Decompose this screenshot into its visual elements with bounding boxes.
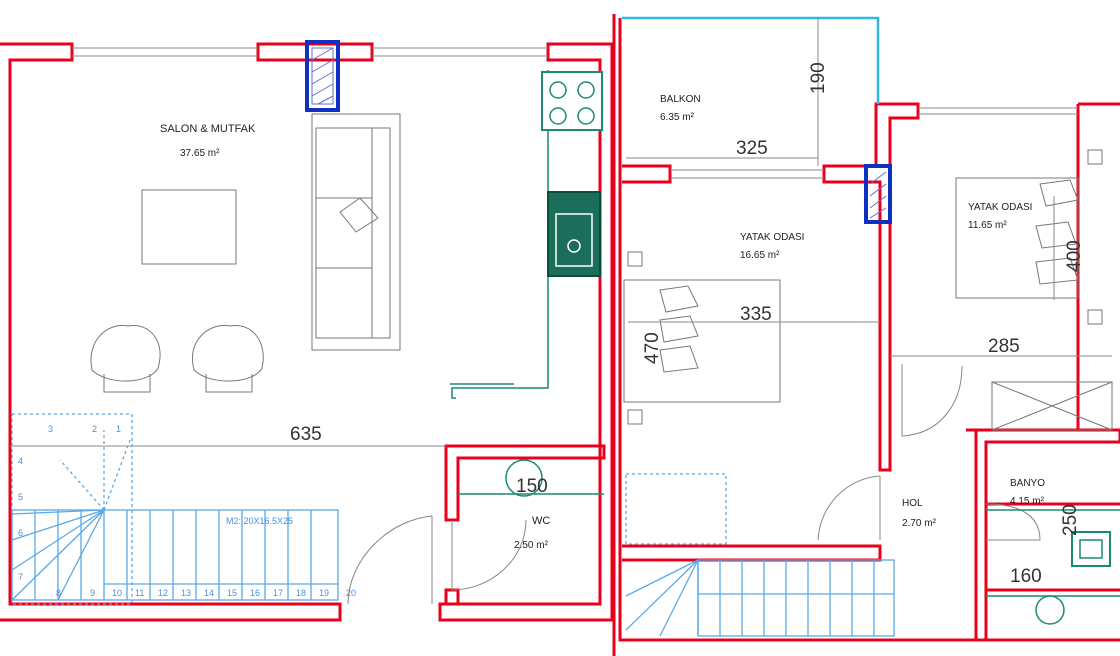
column-right (864, 164, 892, 224)
stairs-right (625, 473, 895, 637)
stair-step-number: 3 (48, 424, 53, 434)
room-area-hol: 2.70 m² (902, 518, 937, 529)
room-name-banyo: BANYO (1010, 478, 1045, 489)
stair-step-number: 2 (92, 424, 97, 434)
door-bedroom-1 (817, 475, 881, 541)
room-name-salon: SALON & MUTFAK (160, 123, 256, 135)
dimension-150: 150 (516, 476, 548, 497)
room-area-bedroom-2: 11.65 m² (968, 220, 1007, 231)
room-name-bedroom-2: YATAK ODASI (968, 202, 1032, 213)
stair-spec-note: M2: 20X16.5X25 (226, 516, 293, 526)
kitchen-counter (450, 70, 603, 399)
stairs-left (11, 413, 339, 605)
left-plan (0, 40, 614, 622)
coffee-table (141, 189, 237, 265)
room-labels: SALON & MUTFAK 37.65 m² WC 2.50 m² BALKO… (160, 94, 1045, 551)
cooktop-icon (541, 71, 603, 131)
stair-step-number: 18 (296, 588, 306, 598)
dimension-335: 335 (740, 304, 772, 325)
stair-step-number: 19 (319, 588, 329, 598)
stair-step-number: 12 (158, 588, 168, 598)
stair-step-number: 17 (273, 588, 283, 598)
entrance-door (347, 515, 433, 605)
dimension-635: 635 (290, 424, 322, 445)
sofa (311, 113, 401, 351)
right-plan (618, 16, 1120, 642)
room-area-bedroom-1: 16.65 m² (740, 250, 780, 261)
stair-step-number: 9 (90, 588, 95, 598)
stair-step-number: 6 (18, 528, 23, 538)
bed-master (623, 251, 781, 425)
room-area-banyo: 4.15 m² (1010, 496, 1045, 507)
stair-step-number: 8 (56, 588, 61, 598)
stair-step-number: 10 (112, 588, 122, 598)
balcony-railing (622, 16, 880, 104)
stair-step-number: 7 (18, 572, 23, 582)
wc-fixtures (451, 459, 604, 591)
stair-step-number: 4 (18, 456, 23, 466)
dimension-325: 325 (736, 138, 768, 159)
column-left (305, 40, 340, 112)
left-plan-walls (0, 42, 614, 622)
bed-second (955, 149, 1103, 325)
room-area-wc: 2.50 m² (514, 540, 549, 551)
room-name-hol: HOL (902, 498, 923, 509)
dimension-250: 250 (1060, 504, 1081, 536)
room-area-balkon: 6.35 m² (660, 112, 695, 123)
room-name-bedroom-1: YATAK ODASI (740, 232, 804, 243)
stair-step-number: 14 (204, 588, 214, 598)
stair-step-number: 13 (181, 588, 191, 598)
dimension-400: 400 (1064, 240, 1085, 272)
room-name-wc: WC (532, 515, 550, 527)
armchair-1 (90, 324, 161, 393)
stair-step-number: 1 (116, 424, 121, 434)
dimension-190: 190 (808, 62, 829, 94)
window-left (72, 47, 548, 57)
room-name-balkon: BALKON (660, 94, 701, 105)
bathroom-fixtures (986, 509, 1120, 625)
dimension-labels: 635 150 325 190 335 470 285 400 250 160 (290, 62, 1085, 587)
door-bedroom-2 (901, 364, 963, 437)
dimension-160: 160 (1010, 566, 1042, 587)
stair-step-number: 11 (135, 588, 144, 598)
dimension-470: 470 (642, 332, 663, 364)
room-area-salon: 37.65 m² (180, 148, 220, 159)
dimension-285: 285 (988, 336, 1020, 357)
stair-step-number: 5 (18, 492, 23, 502)
armchair-2 (192, 324, 264, 393)
door-bathroom (985, 503, 1041, 541)
stair-step-number: 16 (250, 588, 260, 598)
stair-step-number: 15 (227, 588, 237, 598)
stair-step-number: 20 (346, 588, 356, 598)
